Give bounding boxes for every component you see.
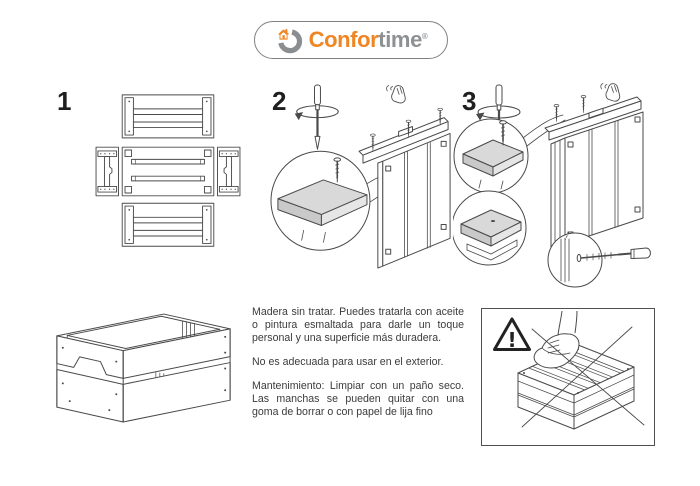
care-instructions: Madera sin tratar. Puedes tratarla con a… [252, 306, 464, 429]
logo-house-icon [277, 29, 302, 54]
care-paragraph-maintenance: Mantenimiento: Limpiar con un paño seco.… [252, 379, 464, 418]
press-hand-icon [600, 83, 621, 102]
care-paragraph-exterior: No es adecuada para usar en el exterior. [252, 355, 444, 368]
step-3-label: 3 [462, 86, 477, 116]
no-standing-illustration: ! [493, 310, 645, 430]
assembled-crate-illustration [56, 313, 231, 423]
screw-dots [61, 335, 227, 412]
logo-registered-mark: ® [421, 32, 428, 41]
crate-assembly-upright [544, 96, 644, 263]
screw-icon [553, 104, 560, 123]
step-3-diagram [453, 83, 651, 288]
logo-text-secondary: time [378, 27, 422, 52]
zoom-detail-screw [453, 118, 529, 194]
screw-icon [580, 95, 587, 114]
base-panel-upright [377, 132, 451, 269]
side-plank [358, 117, 449, 164]
screwdriver-icon [293, 83, 340, 151]
step-2-label: 2 [272, 86, 287, 116]
side-panel-top [121, 94, 215, 139]
side-panel-bottom [121, 202, 215, 247]
base-panel [121, 146, 215, 197]
screwdriver-tip-icon [618, 247, 651, 259]
warning-box: ! [481, 308, 655, 446]
step-2-diagram [270, 83, 451, 269]
press-hand-icon [386, 85, 406, 104]
logo-text-primary: Confor [308, 27, 379, 52]
zoom-detail-placement [453, 190, 527, 266]
brand-logo: Confortime® [254, 21, 448, 59]
cross-out-icon [521, 326, 645, 428]
care-paragraph-wood: Madera sin tratar. Puedes tratarla con a… [252, 306, 464, 344]
step-1-diagram [95, 94, 241, 247]
zoom-detail-corner-screw [547, 231, 651, 288]
end-panel-right [217, 146, 241, 197]
end-panel-left [95, 146, 119, 197]
warning-exclamation: ! [507, 328, 516, 352]
warning-triangle-icon: ! [493, 317, 531, 352]
end-board-lower [56, 368, 124, 423]
step-1-label: 1 [57, 86, 72, 116]
horizontal-screw-icon [576, 251, 620, 263]
zoom-detail-screw [270, 150, 371, 251]
logo-wordmark: Confortime® [309, 29, 428, 51]
